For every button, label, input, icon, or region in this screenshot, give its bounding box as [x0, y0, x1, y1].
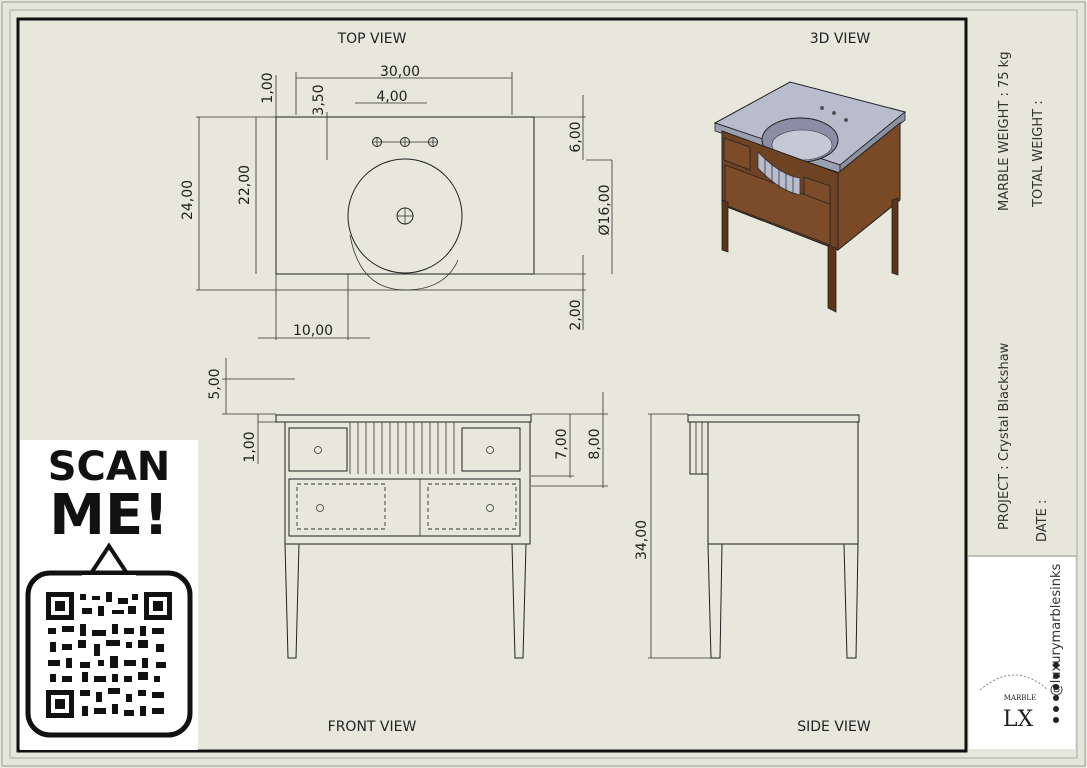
- top-view: 30,00 4,00 3,50 1,00 24,00 22,00 6,00 Ø1…: [180, 64, 613, 340]
- outer-border: [9, 9, 1078, 759]
- qr-code-icon[interactable]: [44, 590, 174, 720]
- side-view: 34,00: [634, 413, 860, 659]
- leg-front-left: [721, 199, 729, 253]
- social-icon[interactable]: [1053, 706, 1059, 712]
- side-leg-back: [843, 543, 859, 659]
- qr-panel: SCAN ME!: [20, 440, 198, 750]
- total-weight: TOTAL WEIGHT :: [1031, 100, 1046, 208]
- dim-front-edge: 2,00: [568, 299, 584, 330]
- dim-sink-back: 6,00: [568, 121, 584, 152]
- dim-depth: 24,00: [180, 180, 196, 220]
- 3d-view-label: 3D VIEW: [810, 31, 871, 47]
- dim-drawer-height: 7,00: [554, 428, 570, 459]
- social-icon[interactable]: [1053, 684, 1059, 690]
- side-drawer-profile: [689, 421, 709, 475]
- front-leg-right: [511, 543, 527, 659]
- dim-faucet-offset: 3,50: [311, 84, 327, 115]
- logo-text: MARBLE: [1004, 694, 1036, 702]
- drawer-bottom: [288, 478, 521, 537]
- logo-mark: LX: [1003, 707, 1034, 732]
- countertop-outline: [275, 116, 535, 275]
- social-icon[interactable]: [1053, 662, 1059, 668]
- front-cabinet: [284, 421, 531, 545]
- social-icon[interactable]: [1053, 717, 1059, 723]
- side-leg-front: [707, 543, 723, 659]
- social-icon[interactable]: [1053, 673, 1059, 679]
- cabinet-side: [837, 121, 901, 252]
- project-name: PROJECT : Crystal Blackshaw: [997, 342, 1012, 530]
- leg-front-right: [827, 244, 837, 313]
- dim-hole-spacing: 4,00: [376, 89, 407, 105]
- me-text: ME!: [49, 483, 169, 548]
- drawer-top-left: [288, 427, 348, 472]
- sink-bowl: [347, 158, 463, 274]
- title-block: MARBLE WEIGHT : 75 kg TOTAL WEIGHT : PRO…: [968, 52, 1077, 749]
- dim-drawer-total: 8,00: [587, 428, 603, 459]
- dim-top-thickness: 5,00: [207, 368, 223, 399]
- fluted-panel: [349, 422, 455, 474]
- top-view-label: TOP VIEW: [337, 31, 407, 47]
- 3d-view: [713, 81, 907, 313]
- social-icon[interactable]: [1053, 695, 1059, 701]
- front-leg-left: [284, 543, 300, 659]
- dim-lip: 1,00: [242, 431, 258, 462]
- marble-weight: MARBLE WEIGHT : 75 kg: [997, 52, 1012, 211]
- side-view-label: SIDE VIEW: [797, 719, 871, 735]
- drawer-top-right: [461, 427, 521, 472]
- front-view-label: FRONT VIEW: [328, 719, 417, 735]
- scan-text: SCAN: [48, 444, 171, 490]
- dim-sink-left: 10,00: [293, 323, 333, 339]
- dim-edge-back: 1,00: [260, 72, 276, 103]
- logo-panel: [969, 557, 1075, 749]
- leg-back-right: [891, 197, 899, 276]
- dim-inner-depth: 22,00: [237, 165, 253, 205]
- dim-height: 34,00: [634, 520, 650, 560]
- dim-sink-diameter: Ø16,00: [597, 184, 613, 235]
- front-view: 5,00 1,00 7,00 8,00: [207, 358, 608, 659]
- dim-overall-width: 30,00: [380, 64, 420, 80]
- side-cabinet: [707, 421, 859, 545]
- date-field: DATE :: [1035, 500, 1050, 542]
- logo-handle: @luxurymarblesinks: [1049, 563, 1064, 696]
